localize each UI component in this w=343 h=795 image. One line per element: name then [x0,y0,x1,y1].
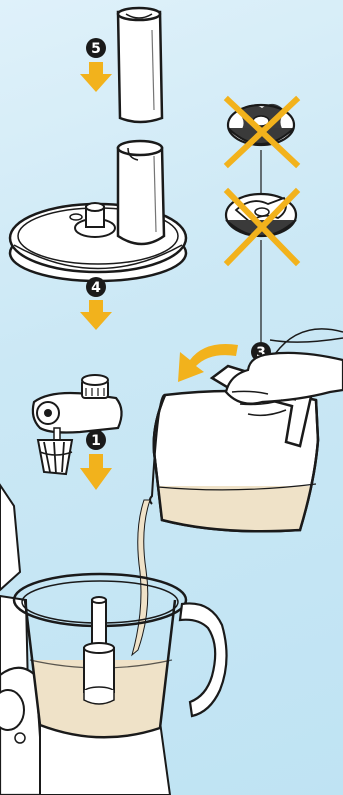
step-5-badge: 5 [86,38,106,58]
bowl-lid [10,141,186,281]
pusher [118,8,162,122]
mixing-bowl [14,574,227,750]
down-arrow-5 [80,62,112,92]
step-5-number: 5 [91,41,101,57]
down-arrow-1 [80,454,112,490]
down-arrow-4 [80,300,112,330]
step-4-badge: 4 [86,277,106,297]
whisk-attachment [33,375,122,474]
step-4-number: 4 [91,280,101,296]
step-1-badge: 1 [86,430,106,450]
step-1-number: 1 [91,433,101,449]
